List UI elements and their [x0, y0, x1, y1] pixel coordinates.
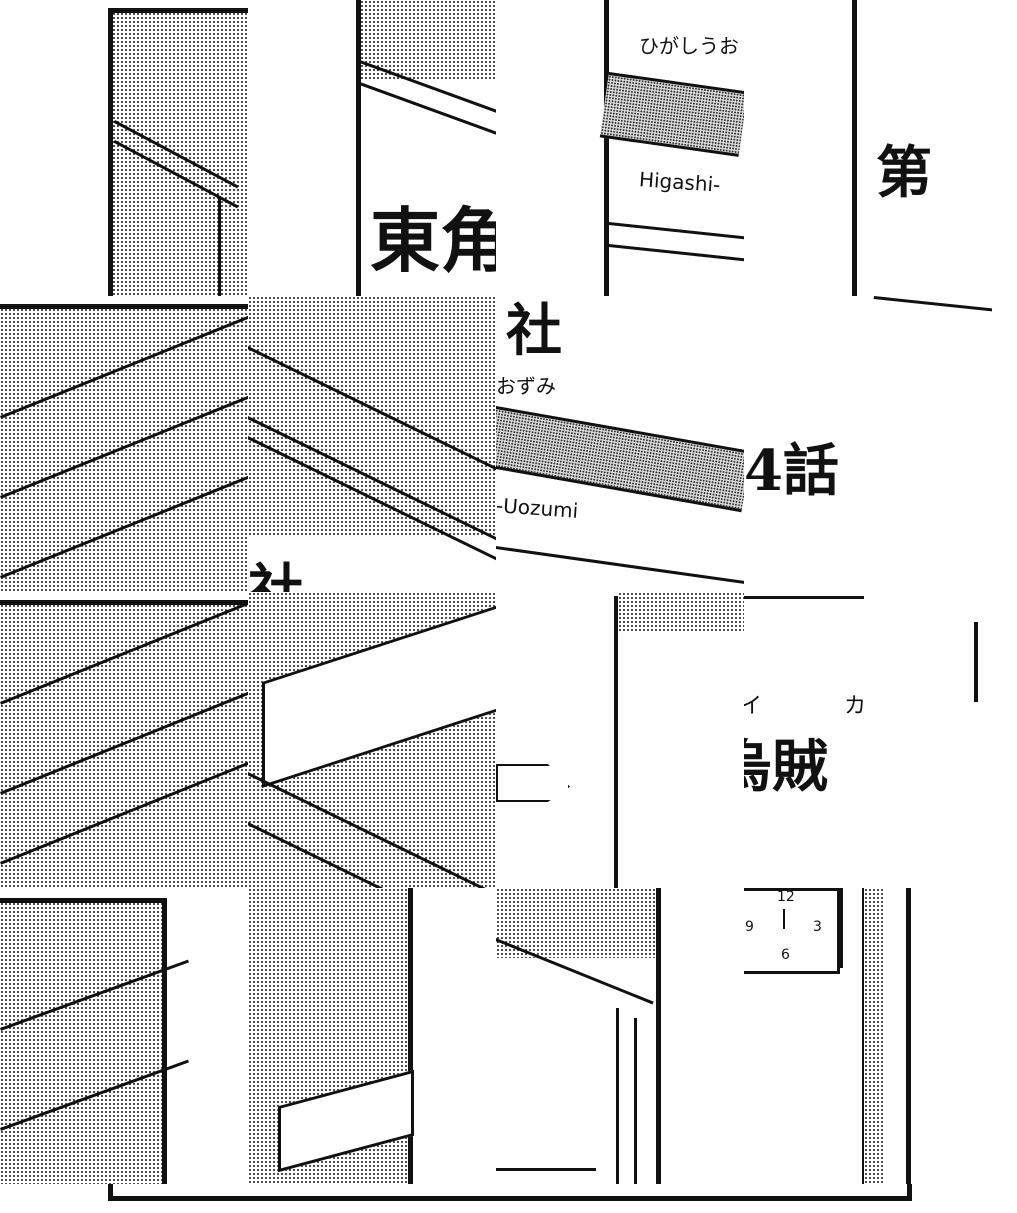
- clock-6: 6: [781, 947, 790, 963]
- beam-line: [358, 82, 496, 137]
- panel-border: [0, 898, 166, 903]
- panel-border: [108, 8, 248, 13]
- puzzle-tile-r0c3[interactable]: 第: [744, 0, 992, 296]
- panel-border: [108, 8, 113, 296]
- sign-romaji: -Uozumi: [496, 493, 580, 523]
- puzzle-tile-r1c1[interactable]: 社: [248, 296, 496, 592]
- panel-border: [408, 888, 413, 1184]
- puzzle-tile-r3c3[interactable]: 12 3 6 9: [744, 888, 992, 1184]
- sign-border: [604, 0, 609, 296]
- puzzle-tile-r0c0[interactable]: [0, 0, 248, 296]
- door-frame: [614, 596, 618, 888]
- panel-border-bottom: [108, 1196, 912, 1201]
- puzzle-tile-r3c0[interactable]: [0, 888, 248, 1184]
- sign-romaji: Higashi-: [638, 167, 722, 197]
- halftone-wood: [360, 0, 496, 80]
- sign-line: [608, 244, 744, 262]
- panel-border: [356, 0, 361, 296]
- halftone-wood: [0, 308, 248, 592]
- puzzle-tile-r1c3[interactable]: 4話: [744, 296, 992, 592]
- puzzle-tile-r3c2[interactable]: [496, 888, 744, 1184]
- pillar-line: [862, 888, 864, 1184]
- panel-border: [974, 622, 978, 702]
- halftone-pillar: [864, 888, 884, 1184]
- clock-3: 3: [813, 919, 822, 935]
- door-frame: [634, 1018, 637, 1184]
- puzzle-tile-r2c3[interactable]: イ カ 烏賊: [744, 592, 992, 888]
- puzzle-tile-r0c1[interactable]: 東角: [248, 0, 496, 296]
- halftone-wood: [0, 902, 162, 1184]
- title-text: 4話: [744, 438, 839, 504]
- puzzle-tile-r2c1[interactable]: [248, 592, 496, 888]
- door-frame: [616, 1008, 619, 1184]
- title-text: 第: [876, 140, 932, 206]
- panel-border: [162, 898, 167, 1184]
- sign-line: [496, 546, 744, 586]
- title-text: 烏賊: [744, 734, 828, 800]
- puzzle-tile-r1c2[interactable]: 社 おずみ -Uozumi: [496, 296, 744, 592]
- panel-border-bottom: [108, 1184, 113, 1201]
- panel-border: [0, 304, 248, 309]
- panel-line: [744, 596, 864, 599]
- clock-hand: [783, 909, 785, 929]
- sign-line: [608, 222, 744, 240]
- sign-kana: おずみ: [496, 374, 556, 398]
- clock: 12 3 6 9: [744, 888, 840, 974]
- halftone-wood: [0, 604, 248, 888]
- panel-border-bottom: [907, 1184, 912, 1201]
- puzzle-tile-r1c0[interactable]: [0, 296, 248, 592]
- wall-line: [840, 888, 843, 968]
- puzzle-tile-r2c2[interactable]: [496, 592, 744, 888]
- sign-band: [599, 72, 744, 157]
- shelf-line: [496, 1168, 596, 1171]
- sign-kana: ひがしうお: [639, 34, 739, 58]
- panel-line: [873, 296, 992, 313]
- puzzle-tile-r3c1[interactable]: [248, 888, 496, 1184]
- halftone-wood: [618, 592, 744, 632]
- panel-border: [0, 600, 248, 605]
- halftone-wood: [496, 888, 658, 958]
- beam-line: [218, 196, 221, 296]
- clock-9: 9: [745, 919, 754, 935]
- sign-text: 社: [506, 298, 562, 364]
- panel-border: [852, 0, 857, 296]
- sign-text: 社: [248, 558, 304, 592]
- panel-border: [906, 888, 911, 1184]
- title-ruby: イ カ: [744, 694, 897, 719]
- sign-text: 東角: [370, 199, 496, 282]
- panel-border: [656, 888, 661, 1184]
- puzzle-tile-r0c2[interactable]: ひがしうお Higashi-: [496, 0, 744, 296]
- puzzle-tile-r2c0[interactable]: [0, 592, 248, 888]
- clock-12: 12: [777, 889, 795, 905]
- arrow-sign: [496, 764, 570, 802]
